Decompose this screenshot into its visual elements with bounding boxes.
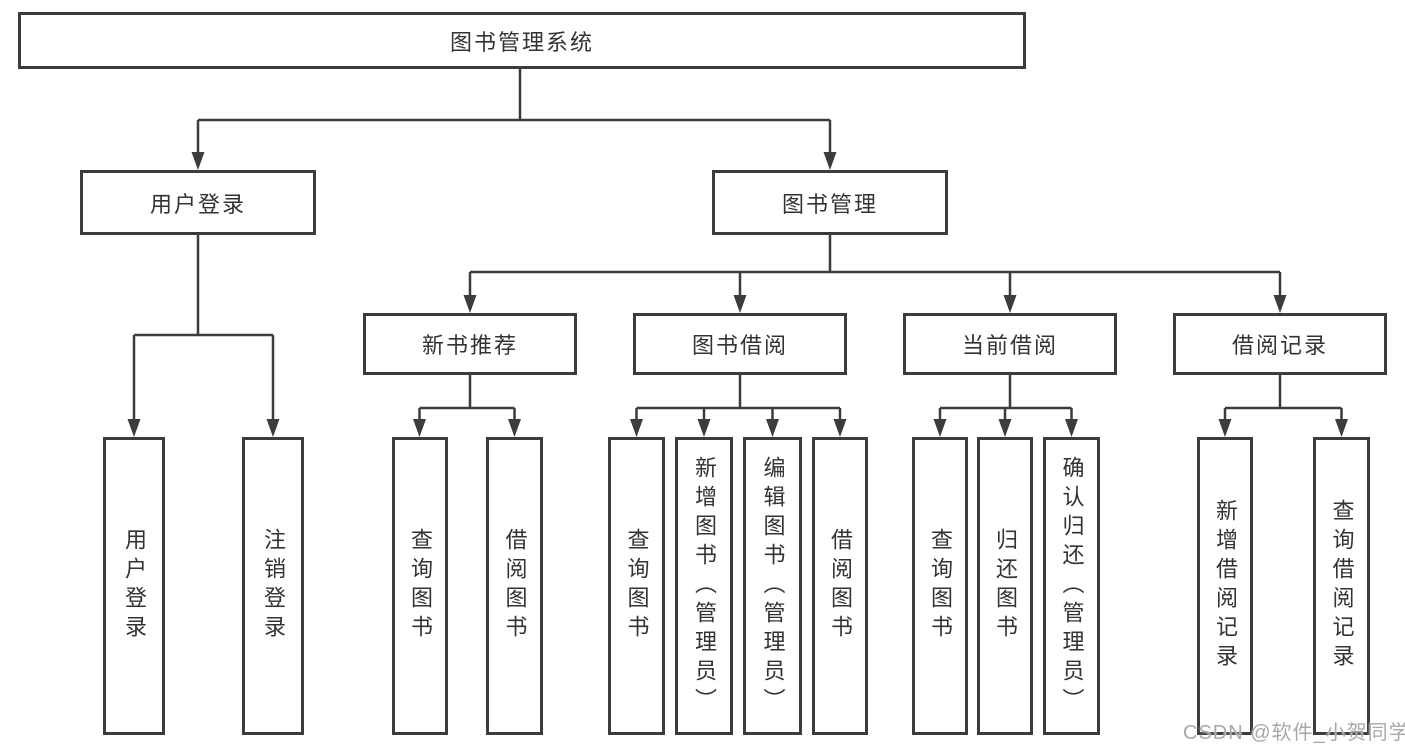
node-label: 注销登录	[261, 528, 286, 644]
leaf-query-books-borrowing: 查询图书	[608, 437, 665, 735]
node-label: 图书管理	[781, 191, 878, 217]
leaf-query-books-current: 查询图书	[912, 437, 968, 735]
node-new-book-recommendation: 新书推荐	[363, 313, 577, 375]
node-label: 新书推荐	[421, 333, 518, 358]
leaf-confirm-return-admin: 确认归还（管理员）	[1043, 437, 1100, 735]
leaf-query-borrow-record: 查询借阅记录	[1313, 437, 1370, 735]
node-library-system: 图书管理系统	[18, 12, 1026, 69]
node-label: 归还图书	[993, 528, 1018, 644]
leaf-add-book-admin: 新增图书（管理员）	[675, 437, 733, 735]
node-book-management: 图书管理	[712, 170, 948, 235]
node-label: 查询图书	[928, 528, 953, 644]
node-borrowing-records: 借阅记录	[1173, 313, 1387, 375]
node-label: 查询图书	[408, 528, 433, 644]
node-label: 用户登录	[149, 191, 246, 217]
node-label: 新增借阅记录	[1213, 499, 1238, 673]
node-user-login: 用户登录	[80, 170, 316, 235]
leaf-query-books-recommend: 查询图书	[392, 437, 448, 735]
leaf-user-login: 用户登录	[103, 437, 165, 735]
node-label: 编辑图书（管理员）	[760, 455, 786, 717]
leaf-borrow-books-recommend: 借阅图书	[486, 437, 543, 735]
node-label: 查询图书	[624, 528, 650, 644]
node-label: 借阅图书	[502, 528, 528, 644]
leaf-borrow-books-borrowing: 借阅图书	[812, 437, 868, 735]
node-current-borrowing: 当前借阅	[903, 313, 1117, 375]
leaf-logout: 注销登录	[242, 437, 304, 735]
node-label: 借阅图书	[828, 528, 853, 644]
node-label: 用户登录	[122, 528, 147, 644]
node-label: 借阅记录	[1231, 333, 1328, 358]
node-label: 查询借阅记录	[1329, 499, 1355, 673]
leaf-add-borrow-record: 新增借阅记录	[1197, 437, 1253, 735]
node-label: 图书管理系统	[449, 29, 594, 55]
node-label: 确认归还（管理员）	[1059, 455, 1085, 717]
node-label: 新增图书（管理员）	[692, 455, 717, 717]
csdn-watermark: CSDN @软件_小贺同学	[1183, 722, 1405, 744]
arrowheads	[127, 152, 1348, 437]
node-label: 当前借阅	[961, 333, 1058, 358]
node-label: 图书借阅	[691, 333, 788, 358]
leaf-edit-book-admin: 编辑图书（管理员）	[743, 437, 802, 735]
leaf-return-books: 归还图书	[977, 437, 1033, 735]
node-book-borrowing: 图书借阅	[633, 313, 847, 375]
